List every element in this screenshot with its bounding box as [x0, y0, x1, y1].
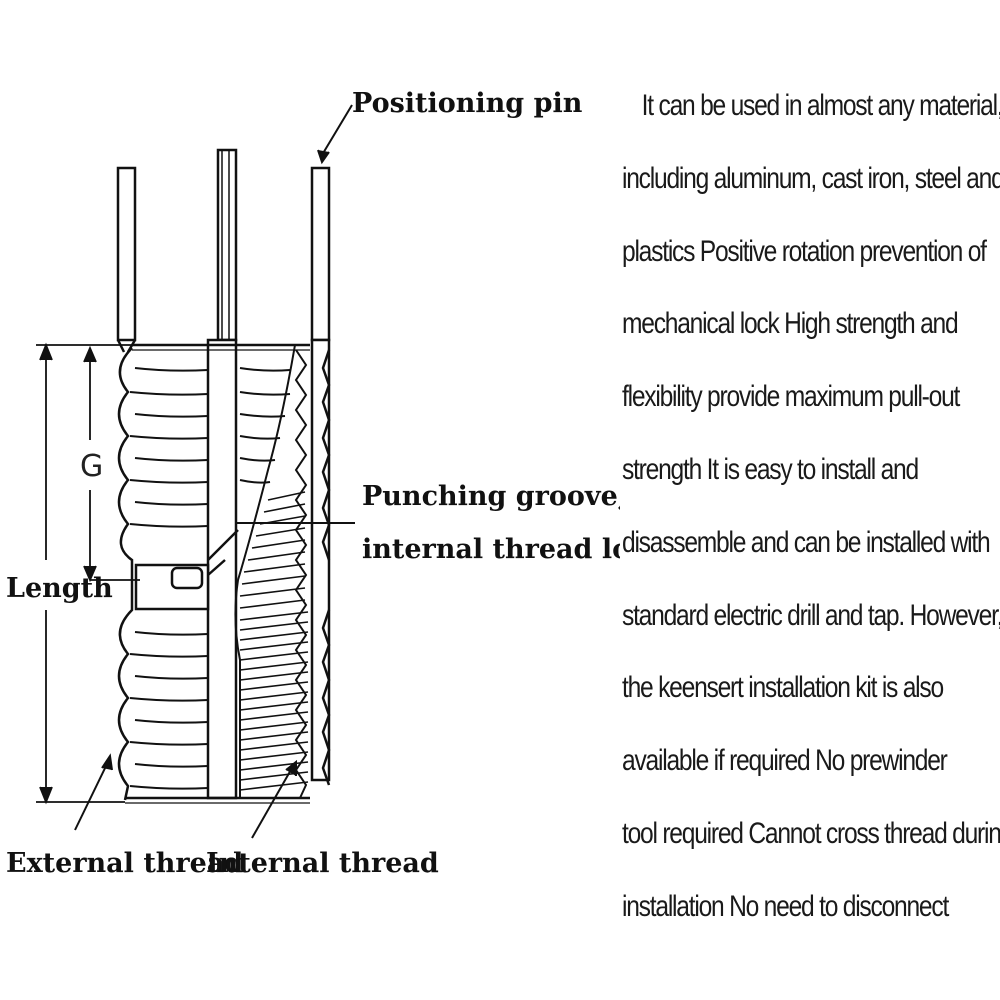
- description-line: strength It is easy to install and: [622, 452, 919, 486]
- description-line: mechanical lock High strength and: [622, 307, 959, 341]
- description-line: standard electric drill and tap. However…: [622, 598, 1000, 632]
- description-line: It can be used in almost any material,: [641, 89, 1000, 122]
- positioning-pin-center: [206, 148, 238, 800]
- internal-thread-zigzag: [294, 349, 308, 799]
- length-dimension: [36, 342, 132, 805]
- external-thread-lines: [129, 367, 291, 790]
- description-line: tool required Cannot cross thread during: [622, 816, 1000, 850]
- description-line: installation No need to disconnect: [622, 889, 949, 923]
- description-line: including aluminum, cast iron, steel and: [622, 161, 1000, 195]
- punching-groove-label-line2: internal thread locking: [362, 534, 620, 565]
- g-label: G: [80, 449, 103, 484]
- description-line: disassemble and can be installed with: [622, 525, 991, 559]
- g-dimension: [83, 345, 140, 583]
- punching-groove-label-line1: Punching groove,: [362, 481, 620, 512]
- punching-groove: [134, 529, 239, 611]
- description-text: It can be used in almost any material, i…: [622, 70, 1000, 944]
- external-thread-profile-right: [321, 349, 331, 786]
- keensert-insert-diagram: Positioning pin Punching groove, interna…: [6, 88, 620, 879]
- internal-thread-label: Internal thread: [206, 848, 439, 879]
- description-line: plastics Positive rotation prevention of: [622, 234, 987, 268]
- length-label: Length: [6, 573, 113, 604]
- positioning-pin-label: Positioning pin: [352, 88, 583, 119]
- insert-body: [125, 343, 310, 804]
- positioning-pin-right: [310, 166, 331, 782]
- external-thread-label: External thread: [6, 848, 243, 879]
- description-line: flexibility provide maximum pull-out: [622, 380, 960, 414]
- description-line: available if required No prewinder: [622, 744, 948, 778]
- positioning-pin-left: [116, 166, 137, 353]
- external-thread-profile-left: [117, 347, 134, 801]
- leader-lines: [74, 104, 355, 839]
- description-line: the keensert installation kit is also: [622, 671, 944, 705]
